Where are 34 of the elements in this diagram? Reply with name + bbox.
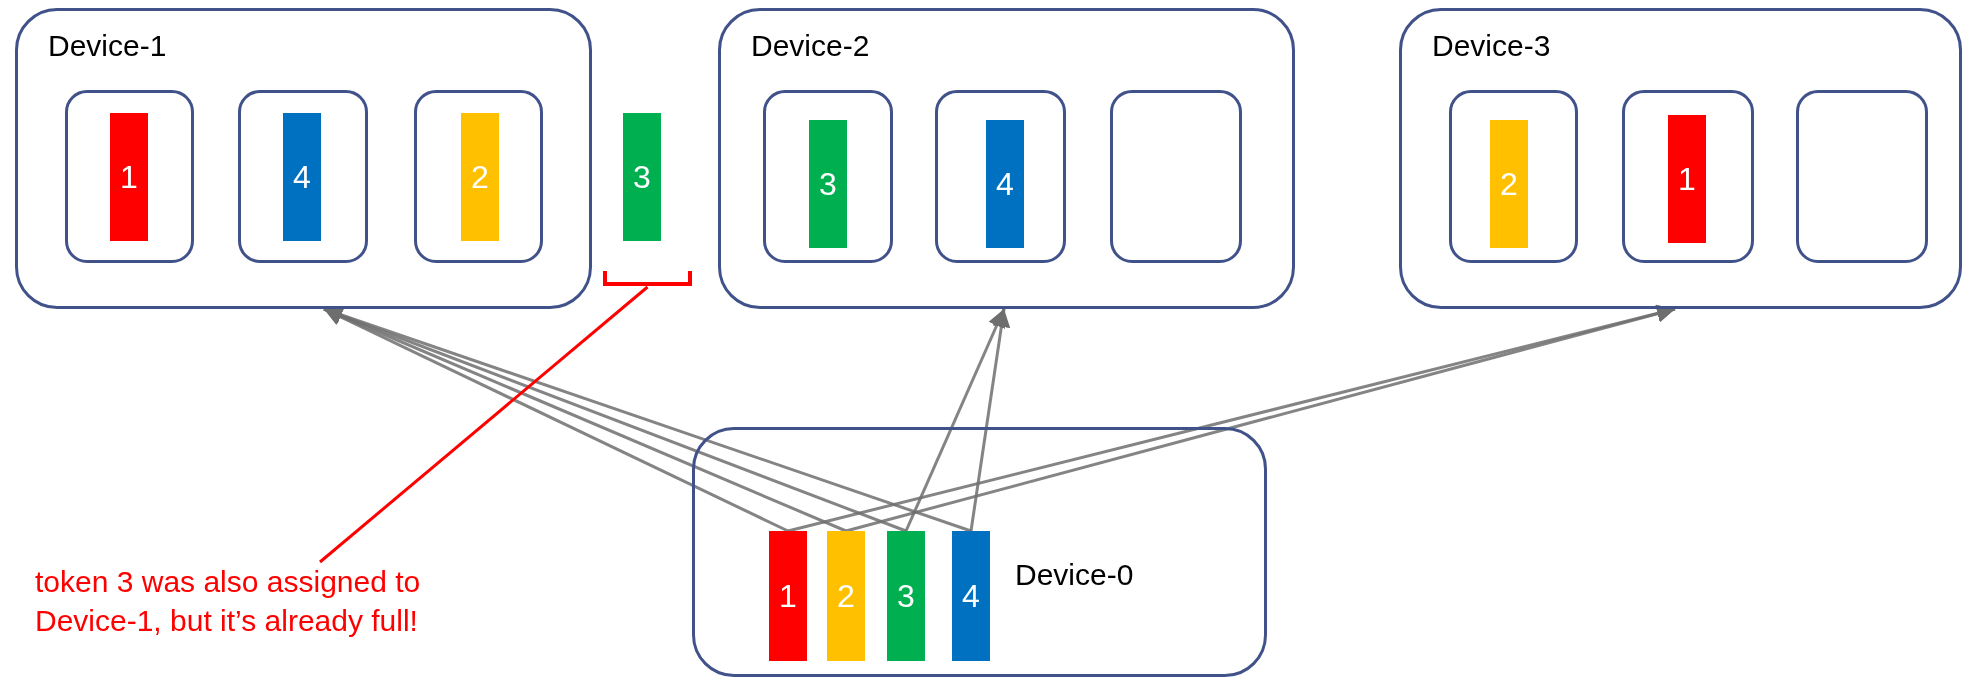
arrow	[969, 308, 1011, 532]
annotation-text: token 3 was also assigned to Device-1, but it’s already full!	[35, 562, 475, 662]
device-box	[718, 8, 1295, 309]
token-bar: 1	[1668, 115, 1706, 243]
slot-box	[1796, 90, 1928, 263]
device-label: Device-2	[751, 29, 870, 63]
token-bar: 3	[887, 531, 925, 661]
slot-box	[414, 90, 543, 263]
token-bar: 2	[1490, 120, 1528, 248]
slot-box	[238, 90, 368, 263]
token-bar: 1	[110, 113, 148, 241]
device-box	[1399, 8, 1962, 309]
slot-box	[65, 90, 194, 263]
token-bar: 2	[827, 531, 865, 661]
token-bar: 3	[623, 113, 661, 241]
token-bar: 3	[809, 120, 847, 248]
token-bar: 4	[986, 120, 1024, 248]
slot-box	[935, 90, 1066, 263]
device-label: Device-1	[48, 29, 167, 63]
slot-box	[1449, 90, 1578, 263]
slot-box	[1622, 90, 1754, 263]
token-bar: 1	[769, 531, 807, 661]
device-label: Device-3	[1432, 29, 1551, 63]
slot-box	[763, 90, 893, 263]
leader-line	[319, 285, 649, 564]
bracket	[603, 271, 692, 287]
token-bar: 4	[283, 113, 321, 241]
token-bar: 4	[952, 531, 990, 661]
device-box	[692, 427, 1267, 677]
slot-box	[1110, 90, 1242, 263]
device-box	[15, 8, 592, 309]
token-bar: 2	[461, 113, 499, 241]
arrow	[904, 308, 1006, 532]
device-label: Device-0	[1015, 558, 1134, 592]
